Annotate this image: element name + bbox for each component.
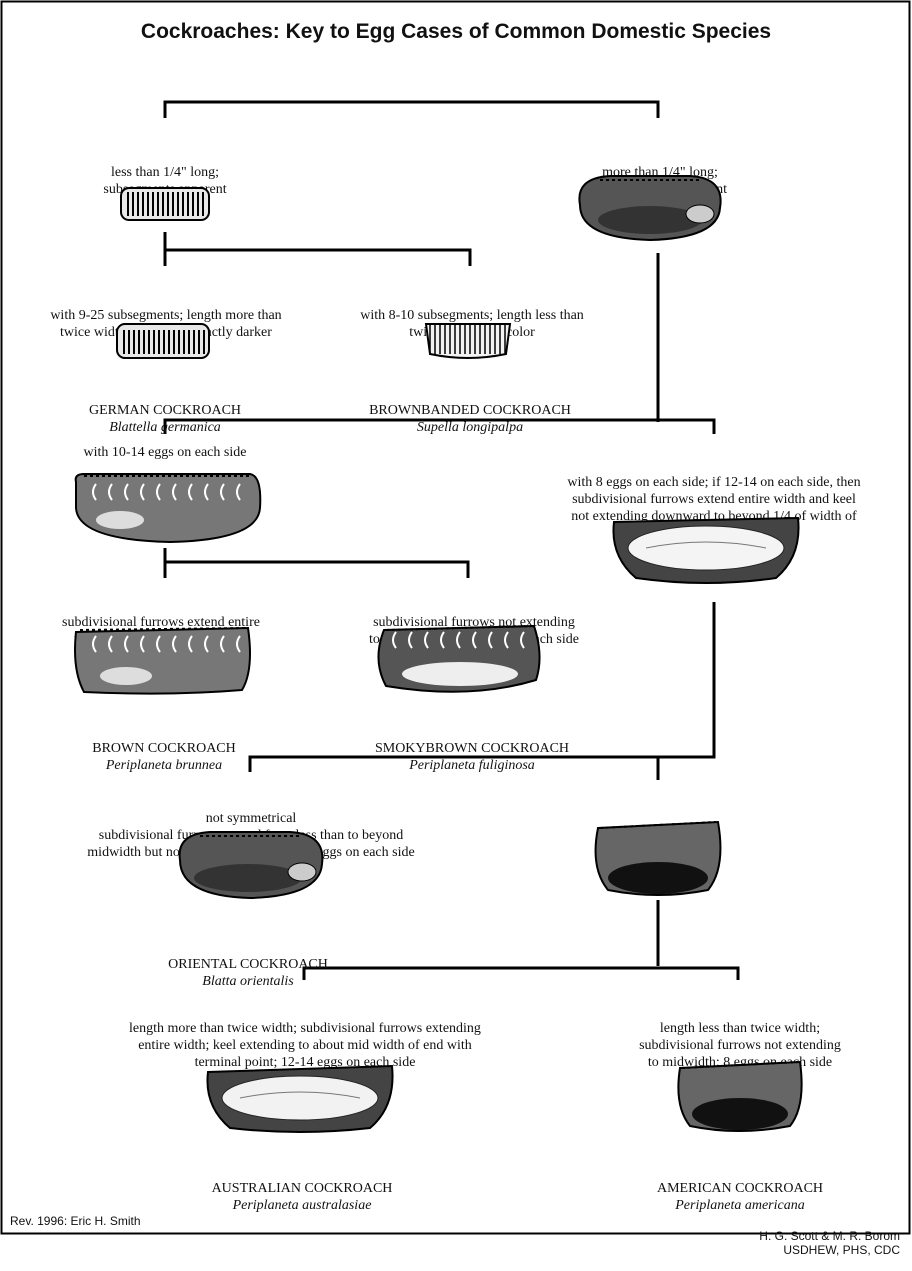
egg-case-small-icon [120,187,210,221]
key-australian: length more than twice width; subdivisio… [129,1021,481,1070]
connector-final-split [302,966,740,980]
egg-case-ten-fourteen-icon [74,473,262,544]
page-title: Cockroaches: Key to Egg Cases of Common … [140,20,772,43]
connector-root [163,100,660,118]
connector-small-split [163,232,472,266]
egg-case-german-icon [116,323,210,359]
page-border [0,0,911,1235]
connector-ten-fourteen-split [163,548,470,578]
egg-case-australian-icon [206,1064,394,1133]
connector-eight-split [248,602,716,772]
egg-case-smokybrown-icon [377,624,541,693]
egg-case-american-small-icon [677,1060,803,1132]
egg-case-brownbanded-icon [424,323,512,359]
egg-case-brown-icon [74,626,251,695]
key-ten-fourteen: with 10-14 eggs on each side [83,445,247,460]
egg-case-eight-eggs-icon [612,516,800,584]
key-connector-lines [0,0,911,1235]
revision-note: Rev. 1996: Eric H. Smith [10,1214,141,1228]
egg-case-oriental-icon [178,831,324,900]
egg-case-large-icon [578,175,722,242]
connector-mid-join [163,418,716,434]
key-american: length less than twice width;subdivision… [639,1021,841,1070]
egg-case-american-icon [594,820,722,896]
